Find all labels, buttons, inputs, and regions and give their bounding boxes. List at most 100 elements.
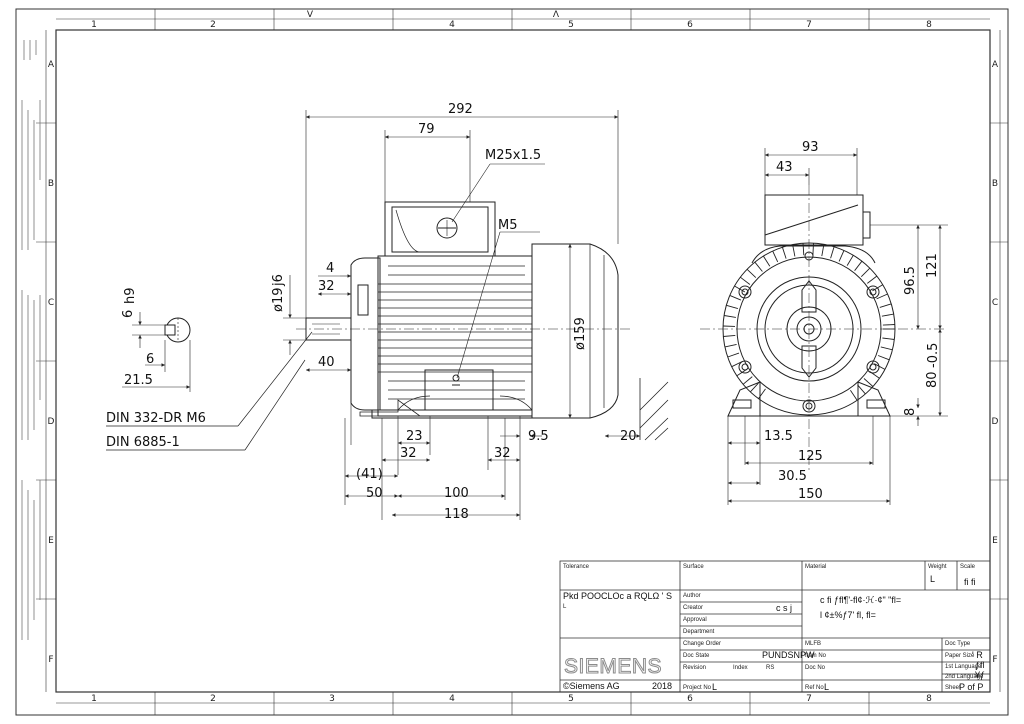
- dim-80: 80: [925, 371, 940, 388]
- cooling-fin: [880, 346, 893, 351]
- cooling-fin: [869, 371, 880, 379]
- col-bot-7: 7: [806, 694, 812, 704]
- tb-creator-label: Creator: [683, 605, 703, 611]
- top-mark-2: Λ: [553, 10, 560, 20]
- tb-department-label: Department: [683, 629, 715, 635]
- tb-material-line2: l ¢±%ƒ7' fl, fl=: [820, 610, 876, 620]
- tb-author-label: Author: [683, 593, 701, 599]
- cooling-fin: [726, 304, 739, 310]
- cooling-fin: [812, 243, 814, 256]
- tb-mlfb-label: MLFB: [805, 641, 821, 647]
- dim-125: 125: [798, 449, 823, 464]
- cooling-fin: [882, 337, 895, 340]
- tb-copyright: ©Siemens AG: [563, 681, 620, 691]
- dim-32-top: 32: [318, 279, 335, 294]
- dim-121: 121: [925, 253, 940, 278]
- row-left-A: A: [48, 60, 55, 70]
- dim-100: 100: [444, 486, 469, 501]
- end-view-dimensions: [727, 148, 948, 505]
- cooling-fin: [763, 255, 771, 267]
- end-view-fins: [723, 243, 895, 401]
- dim-4: 4: [326, 261, 334, 276]
- side-view-dimensions: [283, 110, 640, 520]
- dim-key-width: 6: [121, 310, 136, 318]
- dim-23: 23: [406, 429, 423, 444]
- col-bot-6: 6: [687, 694, 693, 704]
- tb-lang2-label: 2nd Language: [945, 674, 984, 680]
- dim-43: 43: [776, 160, 793, 175]
- col-top-5: 5: [568, 20, 574, 30]
- cooling-fin: [781, 247, 787, 259]
- cooling-fin: [882, 324, 895, 326]
- tb-project-value: L: [712, 682, 717, 692]
- tb-lang1-value: ƒfl: [975, 660, 985, 670]
- row-right-C: C: [992, 298, 998, 308]
- shaft-section-view: [122, 312, 191, 392]
- dim-9-5: 9.5: [528, 429, 549, 444]
- tb-sheet-label: Sheet: [945, 685, 961, 691]
- tb-scale-label: Scale: [960, 564, 976, 570]
- tb-doctype-label: Doc Type: [945, 641, 971, 647]
- dim-32-right: 32: [494, 446, 511, 461]
- tb-change-order-label: Change Order: [683, 641, 721, 647]
- dim-13-5: 13.5: [764, 429, 793, 444]
- tb-refno-value: L: [824, 682, 829, 692]
- tb-revision-label: Revision: [683, 665, 706, 671]
- tb-docno-label: Doc No: [805, 665, 826, 671]
- tb-project-label: Project No: [683, 685, 712, 691]
- row-right-B: B: [992, 179, 998, 189]
- tb-material-line1: c fi ƒfl¶'-fl¢·ℋ·¢" "fl=: [820, 595, 901, 605]
- tb-lang1-label: 1st Language: [945, 664, 982, 670]
- cooling-fin: [746, 268, 757, 278]
- cooling-fin: [727, 352, 740, 358]
- cooling-fin: [758, 388, 766, 399]
- cooling-fin: [881, 313, 894, 317]
- cooling-fin: [860, 267, 871, 278]
- tb-index-value: RS: [766, 665, 774, 671]
- row-left-C: C: [48, 298, 54, 308]
- cooling-fin: [723, 334, 736, 337]
- cooling-fin: [729, 294, 742, 301]
- tb-item-label: Item No: [805, 653, 827, 659]
- col-bot-1: 1: [91, 694, 97, 704]
- dim-8: 8: [903, 408, 918, 416]
- row-left-E: E: [48, 536, 54, 546]
- dim-thread: M25x1.5: [485, 148, 541, 163]
- cooling-fin: [872, 284, 883, 292]
- tb-index-label: Index: [733, 665, 748, 671]
- dim-30-5: 30.5: [778, 469, 807, 484]
- dim-118: 118: [444, 507, 469, 522]
- row-right-D: D: [992, 417, 999, 427]
- cooling-fin: [736, 368, 748, 377]
- dim-key-6: 6: [146, 352, 154, 367]
- cooling-fin: [830, 246, 835, 259]
- col-bot-3: 3: [329, 694, 335, 704]
- cooling-fin: [749, 382, 759, 393]
- cooling-fin: [857, 384, 866, 395]
- cooling-fin: [863, 378, 874, 387]
- cooling-fin: [877, 355, 890, 361]
- col-top-7: 7: [806, 20, 812, 30]
- cooling-fin: [792, 244, 796, 257]
- cooling-fin: [821, 244, 825, 257]
- tb-weight-value: L: [930, 574, 935, 584]
- dim-50: 50: [366, 486, 383, 501]
- note-din-6885: DIN 6885-1: [106, 435, 180, 450]
- cooling-fin: [740, 276, 751, 285]
- row-left-D: D: [48, 417, 55, 427]
- cooling-fin: [734, 285, 746, 293]
- col-top-3: V: [307, 10, 314, 20]
- col-bot-4: 4: [449, 694, 455, 704]
- note-din-332: DIN 332-DR M6: [106, 411, 206, 426]
- dim-40: 40: [318, 355, 335, 370]
- cooling-fin: [754, 261, 763, 272]
- row-left-B: B: [48, 179, 54, 189]
- row-left-F: F: [48, 655, 53, 665]
- tb-sheet-value: P of P: [959, 682, 983, 692]
- col-top-8: 8: [926, 20, 932, 30]
- tb-papersize-label: Paper Size: [945, 653, 975, 659]
- tb-approval-label: Approval: [683, 617, 707, 623]
- dim-150: 150: [798, 487, 823, 502]
- tb-tolerance-label: Tolerance: [563, 564, 590, 570]
